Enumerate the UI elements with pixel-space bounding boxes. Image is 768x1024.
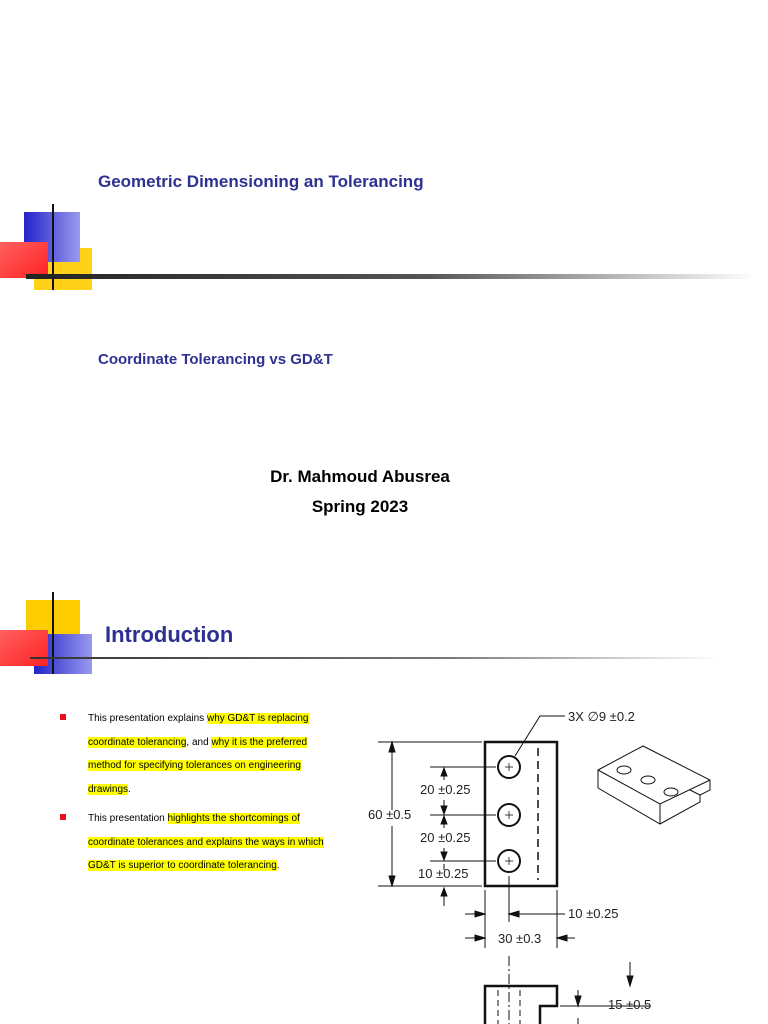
slide2-decoration xyxy=(0,592,720,674)
deco-vertical-line xyxy=(52,204,54,290)
pitch-lower-label: 20 ±0.25 xyxy=(420,830,471,845)
isometric-view xyxy=(597,745,711,825)
deco-horizontal-rule xyxy=(26,274,756,279)
slide1-term: Spring 2023 xyxy=(311,497,409,516)
bullet-marker-icon xyxy=(60,814,66,820)
deco-horizontal-rule xyxy=(30,657,720,659)
plate-side-view xyxy=(483,984,559,1024)
bullet-item: This presentation highlights the shortco… xyxy=(60,807,340,878)
slide1-title: Geometric Dimensioning an Tolerancing xyxy=(98,172,424,191)
height-dim-label: 60 ±0.5 xyxy=(368,807,411,822)
side-offset-label: 10 ±0.25 xyxy=(568,906,619,921)
technical-drawing: 3X ∅9 ±0.2 60 ±0.5 20 ±0.25 20 ±0.25 10 … xyxy=(368,709,711,1024)
hole-2 xyxy=(497,803,521,827)
deco-red-square xyxy=(0,630,48,666)
bullet-text: This presentation xyxy=(88,813,168,824)
slide1-author: Dr. Mahmoud Abusrea xyxy=(270,467,450,486)
hole-3 xyxy=(497,849,521,873)
bullet-marker-icon xyxy=(60,714,66,720)
bottom-offset-label: 10 ±0.25 xyxy=(418,866,469,881)
slide1-subtitle: Coordinate Tolerancing vs GD&T xyxy=(98,351,333,368)
slide2-title: Introduction xyxy=(105,622,234,647)
bullet-text: , and xyxy=(186,736,212,748)
hole-callout-label: 3X ∅9 ±0.2 xyxy=(568,709,635,724)
width-dim-label: 30 ±0.3 xyxy=(498,931,541,946)
bullet-text: This presentation explains xyxy=(88,713,207,724)
bullet-item: This presentation explains why GD&T is r… xyxy=(60,707,340,801)
deco-vertical-line xyxy=(52,592,54,674)
plate-front-view xyxy=(483,740,559,888)
bullet-text: . xyxy=(128,783,131,795)
deco-red-square xyxy=(0,242,48,278)
bullet-text: . xyxy=(276,860,280,871)
slide1-decoration xyxy=(0,204,756,290)
pitch-upper-label: 20 ±0.25 xyxy=(420,782,471,797)
depth-dim-label: 15 ±0.5 xyxy=(608,997,651,1012)
bullet-list: This presentation explains why GD&T is r… xyxy=(60,707,340,884)
hole-1 xyxy=(497,755,521,779)
